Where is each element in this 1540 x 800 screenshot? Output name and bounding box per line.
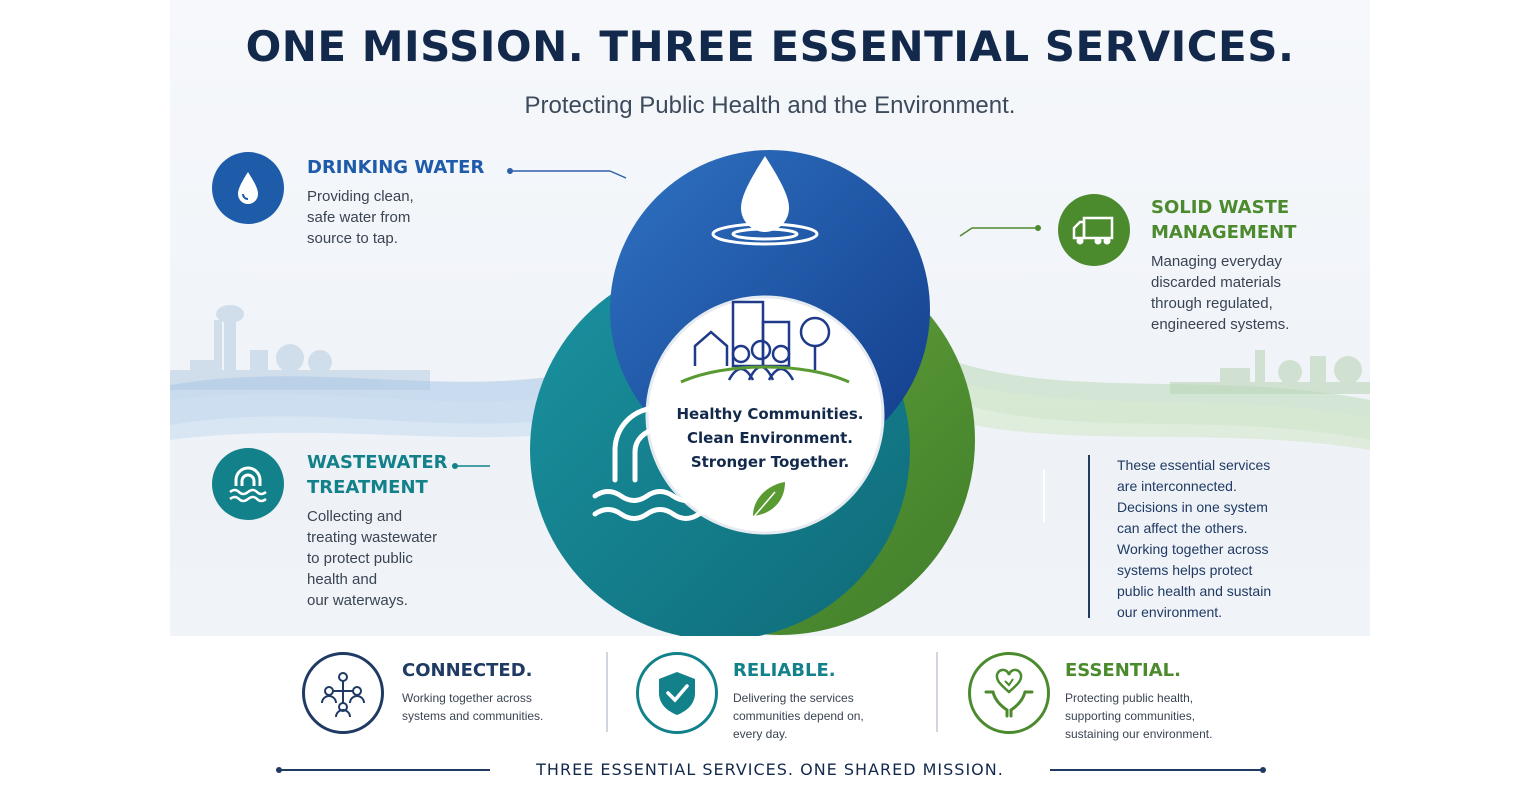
drinking-water-block: DRINKING WATER Providing clean, safe wat… <box>307 155 547 249</box>
note-line: Working together across <box>1117 541 1269 557</box>
footer-line-right <box>1050 769 1262 771</box>
leaf-icon <box>750 482 785 521</box>
desc-line: health and <box>307 571 378 588</box>
desc-line: communities depend on, <box>733 709 864 723</box>
pipe-outfall-icon <box>592 405 728 521</box>
desc-line: supporting communities, <box>1065 709 1196 723</box>
note-line: can affect the others. <box>1117 520 1248 536</box>
page-subtitle: Protecting Public Health and the Environ… <box>524 92 1016 119</box>
water-drop-small-icon <box>238 172 258 204</box>
pillar-essential: ESSENTIAL. Protecting public health, sup… <box>1065 660 1275 743</box>
hands-heart-icon <box>984 668 1034 718</box>
note-line: are interconnected. <box>1117 478 1237 494</box>
drinking-water-icon-badge <box>212 152 284 224</box>
title-line: SOLID WASTE <box>1151 197 1290 218</box>
background-waves <box>170 305 1370 450</box>
note-line: our environment. <box>1117 604 1223 620</box>
desc-line: Protecting public health, <box>1065 691 1194 705</box>
footer-dot-left <box>276 767 282 773</box>
desc-line: Managing everyday <box>1151 253 1282 270</box>
pillar-connected-title: CONNECTED. <box>402 660 533 681</box>
pillar-essential-desc: Protecting public health, supporting com… <box>1065 689 1275 743</box>
note-line: These essential services <box>1117 457 1271 473</box>
note-line: public health and sustain <box>1117 583 1272 599</box>
connected-icon-badge <box>302 652 384 734</box>
desc-line: Working together across <box>402 691 532 705</box>
pillar-divider <box>606 652 608 732</box>
pillar-divider <box>936 652 938 732</box>
desc-line: through regulated, <box>1151 295 1273 312</box>
wastewater-title: WASTEWATER TREATMENT <box>307 450 537 500</box>
pillar-reliable-title: RELIABLE. <box>733 660 836 681</box>
page-title: ONE MISSION. THREE ESSENTIAL SERVICES. <box>245 22 1295 71</box>
reliable-icon-badge <box>636 652 718 734</box>
truck-small-icon <box>1072 216 1114 245</box>
desc-line: Delivering the services <box>733 691 854 705</box>
desc-line: sustaining our environment. <box>1065 727 1213 741</box>
wastewater-desc: Collecting and treating wastewater to pr… <box>307 506 537 611</box>
solid-waste-block: SOLID WASTE MANAGEMENT Managing everyday… <box>1151 195 1361 335</box>
drinking-water-title: DRINKING WATER <box>307 157 485 178</box>
solid-waste-desc: Managing everyday discarded materials th… <box>1151 251 1361 335</box>
pillar-reliable-desc: Delivering the services communities depe… <box>733 689 933 743</box>
desc-line: our waterways. <box>307 592 408 609</box>
pillar-connected-desc: Working together across systems and comm… <box>402 689 602 725</box>
title-line: TREATMENT <box>307 477 428 498</box>
desc-line: safe water from <box>307 209 411 226</box>
center-circle <box>645 295 885 535</box>
center-line-2: Clean Environment. <box>687 429 853 447</box>
note-divider <box>1088 455 1090 618</box>
community-city-icon <box>680 300 850 384</box>
center-line-1: Healthy Communities. <box>676 405 864 423</box>
shield-check-icon <box>659 672 695 715</box>
pillar-reliable: RELIABLE. Delivering the services commun… <box>733 660 933 743</box>
desc-line: systems and communities. <box>402 709 544 723</box>
desc-line: engineered systems. <box>1151 316 1290 333</box>
desc-line: Providing clean, <box>307 188 414 205</box>
solid-waste-icon-badge <box>1058 194 1130 266</box>
interconnected-note: These essential services are interconnec… <box>1117 455 1317 623</box>
footer-tagline: THREE ESSENTIAL SERVICES. ONE SHARED MIS… <box>536 760 1004 779</box>
pillar-connected: CONNECTED. Working together across syste… <box>402 660 602 725</box>
solid-waste-title: SOLID WASTE MANAGEMENT <box>1151 195 1361 245</box>
center-line-3: Stronger Together. <box>690 453 850 471</box>
desc-line: every day. <box>733 727 788 741</box>
essential-icon-badge <box>968 652 1050 734</box>
connector-lines <box>452 168 1041 469</box>
note-line: systems helps protect <box>1117 562 1253 578</box>
footer-line-left <box>278 769 490 771</box>
footer-dot-right <box>1260 767 1266 773</box>
pipe-small-icon <box>229 466 267 503</box>
note-line: Decisions in one system <box>1117 499 1268 515</box>
center-message: Healthy Communities. Clean Environment. … <box>630 402 910 474</box>
network-people-icon <box>321 672 365 718</box>
desc-line: treating wastewater <box>307 529 438 546</box>
desc-line: to protect public <box>307 550 413 567</box>
title-line: MANAGEMENT <box>1151 222 1297 243</box>
desc-line: Collecting and <box>307 508 403 525</box>
wastewater-block: WASTEWATER TREATMENT Collecting and trea… <box>307 450 537 611</box>
drinking-water-desc: Providing clean, safe water from source … <box>307 186 547 249</box>
infographic-poster: ONE MISSION. THREE ESSENTIAL SERVICES. P… <box>170 0 1370 800</box>
wastewater-icon-badge <box>212 448 284 520</box>
title-line: WASTEWATER <box>307 452 448 473</box>
services-cycle-diagram <box>530 150 1045 640</box>
desc-line: source to tap. <box>307 230 398 247</box>
desc-line: discarded materials <box>1151 274 1282 291</box>
water-drop-icon <box>711 156 819 246</box>
pillar-essential-title: ESSENTIAL. <box>1065 660 1181 681</box>
